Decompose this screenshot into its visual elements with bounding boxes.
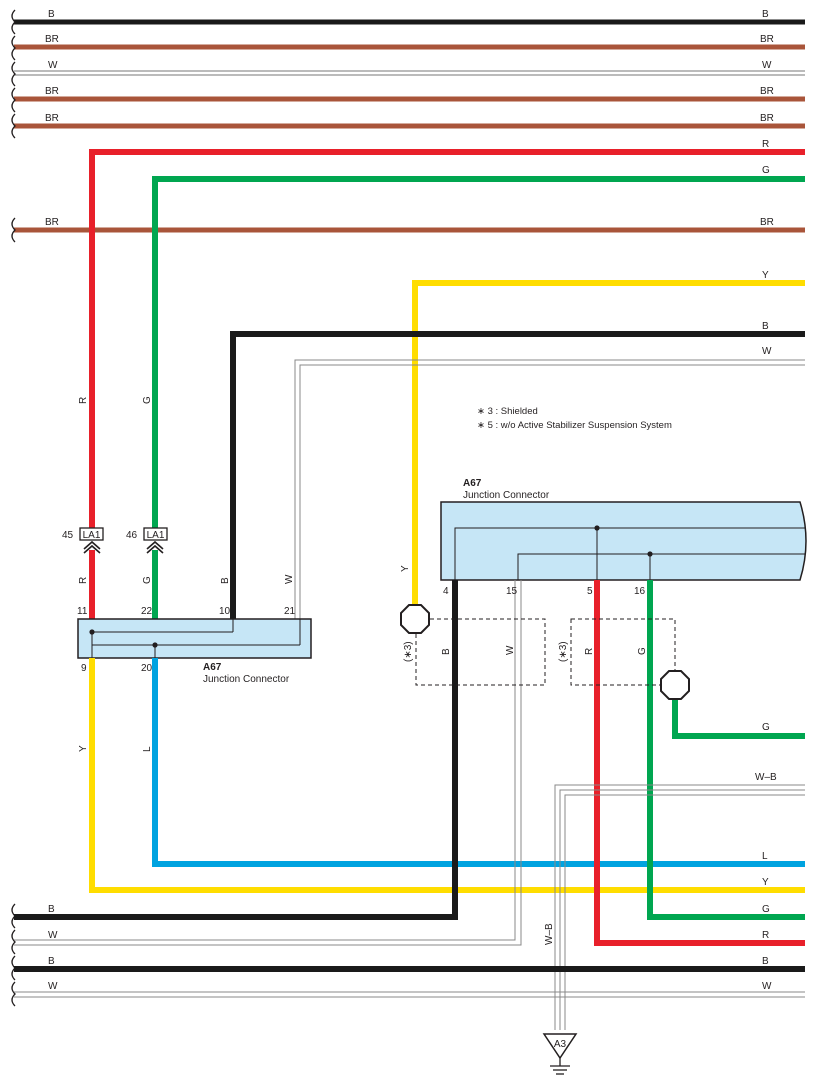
svg-text:L: L [142, 746, 153, 752]
svg-text:G: G [762, 165, 770, 176]
svg-text:9: 9 [81, 663, 87, 674]
svg-text:L: L [762, 851, 768, 862]
svg-text:LA1: LA1 [147, 530, 165, 541]
wire-B-right [14, 580, 458, 920]
connector-right-pins: 4 15 5 16 A67 Junction Connector [443, 478, 646, 597]
svg-text:BR: BR [45, 86, 59, 97]
svg-text:BR: BR [760, 86, 774, 97]
connector-a67-right [440, 501, 807, 581]
svg-text:R: R [78, 397, 89, 404]
svg-text:G: G [762, 904, 770, 915]
wire-Y-left [89, 658, 805, 893]
svg-text:20: 20 [141, 663, 153, 674]
wire-L [152, 658, 805, 867]
wire-G-upper [152, 176, 805, 528]
svg-text:Y: Y [762, 270, 769, 281]
wire-R-right [594, 580, 805, 946]
svg-text:BR: BR [760, 34, 774, 45]
notes: ∗ 3 : Shielded ∗ 5 : w/o Active Stabiliz… [477, 406, 672, 431]
svg-text:5: 5 [587, 586, 593, 597]
svg-text:4: 4 [443, 586, 449, 597]
svg-text:∗ 5 : w/o Active Stabilizer Su: ∗ 5 : w/o Active Stabilizer Suspension S… [477, 420, 672, 431]
svg-text:R: R [762, 139, 769, 150]
wire-Y-upper [412, 280, 805, 605]
connector-a67-left [77, 618, 312, 659]
svg-text:B: B [48, 904, 55, 915]
svg-text:LA1: LA1 [83, 530, 101, 541]
svg-text:21: 21 [284, 606, 296, 617]
wire-W-right [14, 580, 516, 941]
svg-text:Y: Y [78, 745, 89, 752]
svg-text:W: W [48, 981, 58, 992]
wire-labels: B B BR BR W W BR BR BR BR R G BR BR Y B … [45, 9, 777, 992]
svg-text:BR: BR [45, 217, 59, 228]
svg-text:B: B [220, 577, 231, 584]
svg-text:Junction Connector: Junction Connector [203, 674, 290, 685]
svg-text:W–B: W–B [544, 923, 555, 945]
svg-text:R: R [584, 648, 595, 655]
svg-text:B: B [762, 321, 769, 332]
svg-text:W: W [505, 645, 516, 655]
svg-text:W: W [284, 574, 295, 584]
svg-text:B: B [48, 9, 55, 20]
svg-text:15: 15 [506, 586, 518, 597]
svg-text:BR: BR [760, 113, 774, 124]
svg-text:46: 46 [126, 530, 138, 541]
svg-text:11: 11 [77, 606, 88, 617]
shield-octagon-right [660, 670, 690, 700]
svg-text:BR: BR [760, 217, 774, 228]
svg-text:16: 16 [634, 586, 646, 597]
svg-text:BR: BR [45, 113, 59, 124]
svg-text:∗ 3 : Shielded: ∗ 3 : Shielded [477, 406, 538, 417]
svg-text:G: G [637, 647, 648, 655]
svg-text:R: R [78, 577, 89, 584]
shield-box-right [570, 618, 676, 686]
svg-text:W: W [762, 981, 772, 992]
svg-text:A3: A3 [554, 1039, 567, 1050]
wire-WB [554, 784, 805, 1030]
svg-text:BR: BR [45, 34, 59, 45]
shield-box-left [415, 618, 546, 686]
svg-text:45: 45 [62, 530, 74, 541]
svg-text:(∗3): (∗3) [403, 641, 414, 662]
svg-text:G: G [762, 722, 770, 733]
inline-connector-la1-45: LA1 45 [62, 527, 104, 554]
svg-text:(∗3): (∗3) [558, 641, 569, 662]
svg-text:W: W [48, 930, 58, 941]
svg-text:G: G [142, 396, 153, 404]
svg-text:10: 10 [219, 606, 231, 617]
svg-text:A67: A67 [463, 478, 482, 489]
wire-B-mid [230, 331, 805, 620]
inline-connector-la1-46: LA1 46 [126, 527, 168, 554]
svg-text:B: B [441, 648, 452, 655]
svg-text:B: B [48, 956, 55, 967]
wire-G-right [647, 580, 805, 920]
wire-R-upper [89, 149, 805, 528]
svg-text:B: B [762, 9, 769, 20]
edge-break-marks [11, 9, 16, 1007]
svg-text:R: R [762, 930, 769, 941]
svg-text:22: 22 [141, 606, 153, 617]
shield-octagon-left [400, 604, 430, 634]
top-wire-group [14, 19, 805, 233]
svg-text:W: W [48, 60, 58, 71]
wire-W-mid [294, 359, 805, 620]
svg-text:Y: Y [762, 877, 769, 888]
svg-text:W: W [762, 346, 772, 357]
svg-text:A67: A67 [203, 662, 222, 673]
svg-text:G: G [142, 576, 153, 584]
svg-text:Y: Y [400, 565, 411, 572]
svg-text:W–B: W–B [755, 772, 777, 783]
connector-left-pins: 11 22 10 21 9 20 A67 Junction Connector [77, 606, 296, 685]
wire-G-out [672, 700, 805, 739]
svg-text:W: W [762, 60, 772, 71]
svg-text:B: B [762, 956, 769, 967]
svg-text:Junction Connector: Junction Connector [463, 490, 550, 501]
ground-a3: A3 [542, 1033, 578, 1075]
